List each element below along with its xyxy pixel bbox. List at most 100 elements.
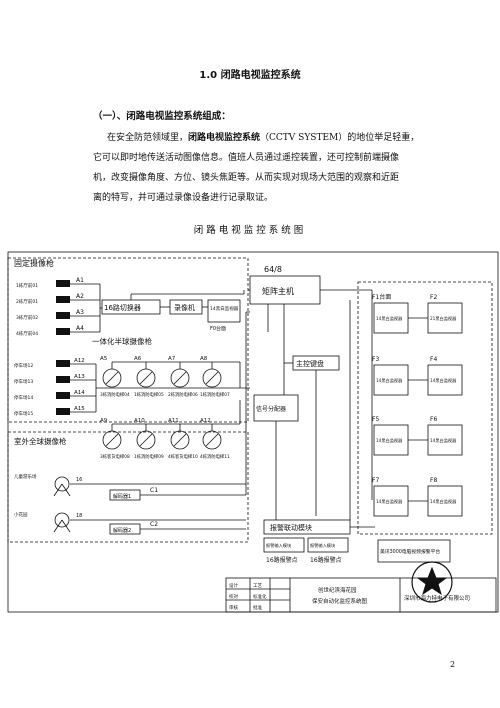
dome-side-source: 停车场14 xyxy=(14,394,33,401)
camera-icon xyxy=(56,312,70,319)
outdoor-title: 室外全球摄像枪 xyxy=(14,436,67,446)
dome-label: A12 xyxy=(200,418,211,424)
ptz-camera-icon xyxy=(54,476,70,492)
monitor-group-label: F6 xyxy=(430,416,437,423)
dome-label: A5 xyxy=(100,356,108,362)
decoder-label: 解码器2 xyxy=(113,527,131,534)
dome-label: A11 xyxy=(168,418,179,424)
dome-side-source: 停车场12 xyxy=(14,362,33,369)
fixed-cam-box xyxy=(7,257,249,423)
outdoor-num: 18 xyxy=(76,513,82,519)
dome-caption: 1栋消防电梯05 xyxy=(134,391,164,398)
diagram-border xyxy=(7,251,499,613)
alarm-input-label: 报警输入模块 xyxy=(310,542,336,549)
cam-label: A4 xyxy=(76,325,84,332)
section-heading: （一）、闭路电视监控系统组成： xyxy=(93,111,231,122)
channel-label: C2 xyxy=(150,521,158,528)
diagram-title: 闭路电视监控系统图 xyxy=(193,225,307,236)
alarm-input-2-box xyxy=(307,537,349,553)
monitor-label: 14黑白监视器 xyxy=(376,498,403,505)
tb-cell: 校对 xyxy=(229,593,238,600)
recorder-label: 录像机 xyxy=(174,303,195,312)
camera-icon xyxy=(56,408,70,415)
camera-icon xyxy=(56,296,70,303)
monitor-group-label: F3 xyxy=(372,356,379,363)
dome-label: A7 xyxy=(168,356,176,362)
monitor-group-label: F4 xyxy=(430,356,437,363)
outdoor-num: 16 xyxy=(76,477,82,483)
cam-label: A1 xyxy=(76,277,84,284)
tb-drawing: 保安自动化监控系统图 xyxy=(312,597,368,605)
dome-caption: 4栋消防电梯11 xyxy=(200,453,230,460)
matrix-label: 矩阵主机 xyxy=(262,286,294,296)
tb-cell: 审核 xyxy=(229,604,238,611)
dome-side-label: A14 xyxy=(74,390,85,396)
monitor-label: 14黑白监视器 xyxy=(376,315,403,322)
dome-side-source: 停车场15 xyxy=(14,410,33,417)
paragraph-line-2: 它可以即时地传送活动图像信息。值班人员通过遥控装置，还可控制前端摄像 xyxy=(93,153,400,163)
camera-icon xyxy=(56,360,70,367)
distributor-label: 信号分配器 xyxy=(256,405,286,413)
dome-caption: 1栋消防电梯07 xyxy=(200,391,230,398)
dome-label: A9 xyxy=(100,418,108,424)
monitor-label: 14黑白监视器 xyxy=(430,377,457,384)
dome-caption: 1栋消防电梯09 xyxy=(134,453,164,460)
monitor-group-label: F7 xyxy=(372,477,379,484)
dome-caption: 2栋消防电梯06 xyxy=(168,391,198,398)
dome-caption: 3栋消防电梯04 xyxy=(100,391,130,398)
keyboard-label: 主控键盘 xyxy=(296,359,324,368)
dome-label: A6 xyxy=(134,356,142,362)
fixed-camera-icons xyxy=(56,280,70,415)
dome-label: A8 xyxy=(200,356,208,362)
dome-side-label: A13 xyxy=(74,374,85,380)
dome-caption: 4栋客货电梯10 xyxy=(168,453,198,460)
cam-source: 3栋厅前02 xyxy=(16,314,38,321)
alarm-points: 16路报警点 xyxy=(310,556,342,564)
tb-company: 深圳市海力特电子有限公司 xyxy=(404,594,470,602)
outdoor-source: 儿童游乐场 xyxy=(14,473,37,480)
fixed-cam-title: 固定摄像枪 xyxy=(14,258,54,268)
title-block xyxy=(225,577,497,613)
cam-label: A3 xyxy=(76,309,84,316)
tb-cell: 设计 xyxy=(229,582,238,589)
tb-cell: 工艺 xyxy=(253,583,262,589)
dome-side-source: 停车场13 xyxy=(14,378,33,385)
cam-source: 4栋厅前04 xyxy=(16,330,38,337)
cam-label: A2 xyxy=(76,293,84,300)
tb-cell: 标准化 xyxy=(253,593,267,600)
matrix-spec: 64/8 xyxy=(264,265,282,274)
dvr-label: 美讯3000电脑视频报警平台 xyxy=(380,548,440,555)
ptz-camera-icon xyxy=(54,512,70,528)
dome-label: A10 xyxy=(134,418,145,424)
f0-label: F0台面 xyxy=(210,325,226,332)
tb-project: 创世纪滨海花园 xyxy=(318,586,357,594)
outdoor-box xyxy=(7,431,249,543)
dome-title: 一体化半球摄像枪 xyxy=(92,336,152,346)
camera-icon xyxy=(56,280,70,287)
monitor-group-label: F2 xyxy=(430,294,437,301)
alarm-points: 16路报警点 xyxy=(266,556,298,564)
ptz-camera-icons xyxy=(53,476,71,533)
camera-icon xyxy=(56,328,70,335)
camera-icon xyxy=(56,376,70,383)
monitor-label: 14黑白监视器 xyxy=(376,437,403,444)
monitor-group-label: F1台面 xyxy=(372,293,391,301)
alarm-module-label: 报警联动模块 xyxy=(270,523,312,532)
cam-source: 2栋厅前01 xyxy=(16,298,38,305)
company-seal xyxy=(411,561,453,603)
f0-monitor-label: 14黑白监视器 xyxy=(210,305,239,312)
paragraph-line-4: 离的特写，并可通过录像设备进行记录取证。 xyxy=(93,193,274,203)
alarm-input-label: 报警输入模块 xyxy=(266,542,292,549)
dome-caption: 3栋客货电梯08 xyxy=(100,453,130,460)
camera-icon xyxy=(56,392,70,399)
monitor-label: 21黑白监视器 xyxy=(430,315,457,322)
page-number: 2 xyxy=(450,660,456,669)
monitor-wall-box xyxy=(357,281,493,535)
page-title: 1.0 闭路电视监控系统 xyxy=(199,70,301,81)
dome-camera-icons xyxy=(102,361,241,450)
dvr-box xyxy=(377,539,451,563)
monitor-group-label: F8 xyxy=(430,477,437,484)
tb-cell: 批准 xyxy=(253,604,262,611)
switcher-label: 16路切换器 xyxy=(104,303,141,312)
outdoor-source: 小花园 xyxy=(14,511,28,518)
